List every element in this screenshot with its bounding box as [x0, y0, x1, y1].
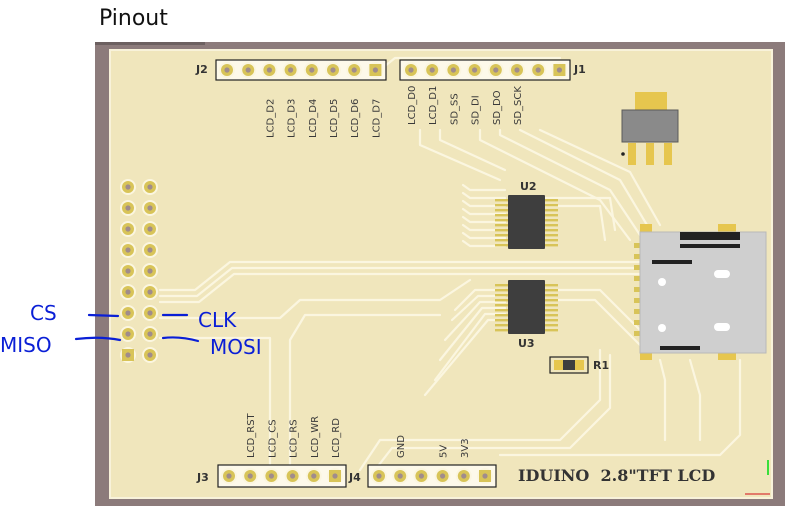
j4-pin: [477, 468, 493, 484]
annotation-clk: CLK: [198, 308, 237, 332]
chip-u2: U2: [495, 180, 558, 249]
pin-label: LCD_D7: [371, 99, 382, 138]
left-header-2x9: [120, 179, 158, 363]
pin-label: LCD_D3: [287, 99, 298, 138]
left-header-pin: [120, 347, 136, 363]
j2-pin: [367, 62, 384, 78]
j3-pin: [284, 468, 301, 484]
left-header-pin: [142, 200, 158, 216]
annotation-cs: CS: [30, 301, 57, 325]
j1-pin: [509, 62, 525, 78]
j4-pin: [434, 468, 451, 484]
j4-ref: J4: [348, 471, 361, 484]
j3-pin: [305, 468, 322, 484]
pin-label: LCD_D4: [308, 99, 319, 138]
j1-pin: [424, 62, 441, 78]
annotations: [74, 313, 200, 343]
board-name: IDUINO 2.8"TFT LCD: [518, 466, 715, 485]
resistor-r1: R1: [549, 356, 609, 374]
pin-label: SD_SS: [449, 93, 460, 125]
connector-j1: J1 LCD_D0 LCD_D1 SD_SS SD_DI SD_DO SD_SCK: [399, 59, 586, 125]
j3-pin: [242, 468, 259, 484]
j2-pin: [303, 62, 320, 78]
r1-ref: R1: [593, 359, 609, 372]
j1-pin: [403, 62, 419, 78]
mosi-line: [161, 336, 200, 343]
j1-ref: J1: [573, 63, 586, 76]
j2-pin: [282, 62, 299, 78]
j2-ref: J2: [195, 63, 208, 76]
u2-ref: U2: [520, 180, 537, 193]
left-header-pin: [120, 263, 136, 279]
left-header-pin: [120, 242, 136, 258]
left-header-pin: [120, 305, 136, 321]
left-header-pin: [142, 221, 158, 237]
left-header-pin: [142, 326, 158, 342]
pin-label: LCD_WR: [310, 416, 321, 458]
j2-pin: [219, 62, 235, 78]
traces: [158, 56, 742, 472]
pin-label: LCD_CS: [267, 419, 278, 458]
connector-j2: J2 LCD_D2 LCD_D3 LCD_D4 LCD_D5 LCD_D6 LCD_D7: [195, 59, 387, 138]
pin-label: LCD_D5: [329, 99, 340, 138]
left-header-pin: [142, 242, 158, 258]
pin-label: LCD_D6: [350, 99, 361, 138]
pin-label: LCD_D1: [428, 86, 439, 125]
sd-card-slot: [634, 224, 767, 360]
u3-ref: U3: [518, 337, 535, 350]
voltage-regulator: [621, 92, 679, 165]
j4-pin: [392, 468, 409, 484]
left-header-pin: [120, 326, 136, 342]
connector-j3: J3 LCD_RST LCD_CS LCD_RS LCD_WR LCD_RD: [196, 412, 347, 488]
left-header-pin: [120, 284, 136, 300]
left-header-pin: [142, 284, 158, 300]
j1-pin: [551, 62, 568, 78]
pin-label: LCD_RST: [246, 412, 257, 458]
annotation-miso: MISO: [0, 333, 52, 357]
j2-pin: [261, 62, 278, 78]
pin-label: LCD_D0: [407, 86, 418, 125]
pin-label: SD_DO: [492, 90, 503, 125]
left-header-pin: [142, 179, 158, 195]
cs-line: [87, 313, 120, 318]
annotation-mosi: MOSI: [210, 335, 262, 359]
pin-label: LCD_RS: [289, 419, 300, 458]
j4-pin: [413, 468, 430, 484]
j2-pin: [240, 62, 257, 78]
left-header-pin: [120, 179, 136, 195]
connector-j4: J4 GND 5V 3V3: [348, 435, 497, 488]
j1-pin: [487, 62, 504, 78]
left-header-pin: [142, 263, 158, 279]
left-header-pin: [142, 305, 158, 321]
pin-label: SD_DI: [471, 95, 482, 125]
pin-label: 5V: [439, 445, 450, 458]
pin-label: GND: [396, 435, 407, 458]
pin-label: 3V3: [460, 438, 471, 458]
left-header-pin: [120, 200, 136, 216]
pin-label: SD_SCK: [513, 86, 524, 125]
j2-pin: [346, 62, 363, 78]
chip-u3: U3: [495, 280, 558, 350]
pin-label: LCD_D2: [265, 99, 276, 138]
j3-pin: [221, 468, 237, 484]
j4-pin: [371, 468, 387, 484]
j4-pin: [455, 468, 472, 484]
j1-pin: [445, 62, 462, 78]
j1-pin: [530, 62, 547, 78]
j2-pin: [325, 62, 341, 78]
j3-pin: [263, 468, 280, 484]
left-header-pin: [142, 347, 158, 363]
j3-pin: [327, 468, 343, 484]
left-header-pin: [120, 221, 136, 237]
j1-pin: [466, 62, 483, 78]
miso-line: [74, 336, 122, 342]
j3-ref: J3: [196, 471, 209, 484]
pin-label: LCD_RD: [331, 418, 342, 458]
page-title: Pinout: [99, 6, 168, 31]
